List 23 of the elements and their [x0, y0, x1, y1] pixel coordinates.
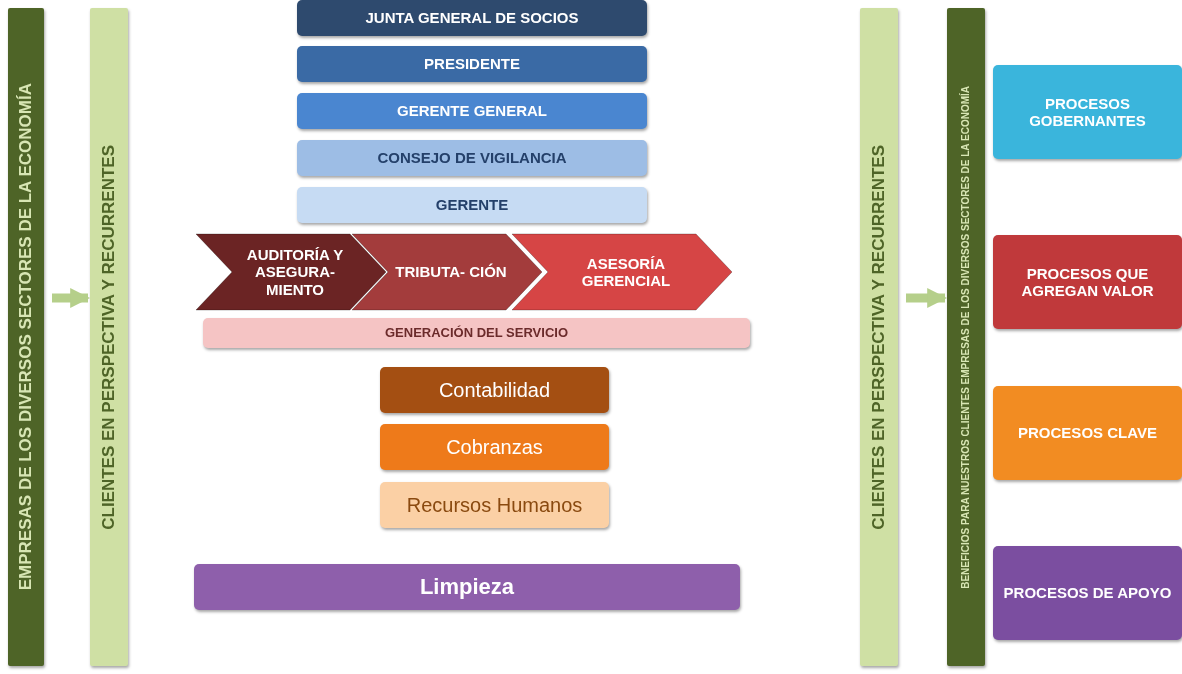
box-label: PROCESOS DE APOYO: [1003, 584, 1172, 602]
banner-label: CLIENTES EN PERSPECTIVA Y RECURRENTES: [99, 144, 119, 530]
box-label: Contabilidad: [438, 378, 551, 402]
banner-label: EMPRESAS DE LOS DIVERSOS SECTORES DE LA ECONOMÍA: [16, 83, 36, 591]
box-label: PROCESOS GOBERNANTES: [1028, 94, 1147, 130]
box-label: PROCESOS QUE AGREGAN VALOR: [1020, 264, 1155, 300]
box-label: JUNTA GENERAL DE SOCIOS: [365, 9, 579, 27]
box-label: PRESIDENTE: [424, 55, 520, 73]
block-arrow: [906, 288, 947, 308]
box-label: AUDITORÍA Y ASEGURA- MIENTO: [245, 246, 345, 298]
box-label: PROCESOS CLAVE: [1018, 424, 1157, 442]
box-label: GERENTE: [435, 196, 509, 214]
box-label: Recursos Humanos: [406, 493, 583, 517]
box-label: ASESORÍA GERENCIAL: [580, 254, 672, 290]
box-label: Limpieza: [419, 574, 515, 600]
block-arrow: [52, 288, 90, 308]
box-label: GERENTE GENERAL: [397, 102, 547, 120]
box-label: CONSEJO DE VIGILANCIA: [377, 149, 567, 167]
banner-label: CLIENTES EN PERSPECTIVA Y RECURRENTES: [869, 144, 889, 530]
box-label: GENERACIÓN DEL SERVICIO: [385, 325, 568, 341]
box-label: Cobranzas: [446, 435, 543, 459]
box-label: TRIBUTA- CIÓN: [395, 263, 507, 281]
banner-label: BENEFICIOS PARA NUESTROS CLIENTES EMPRESAS DE LOS DIVERSOS SECTORES DE LA ECONOMÍA: [960, 85, 972, 589]
